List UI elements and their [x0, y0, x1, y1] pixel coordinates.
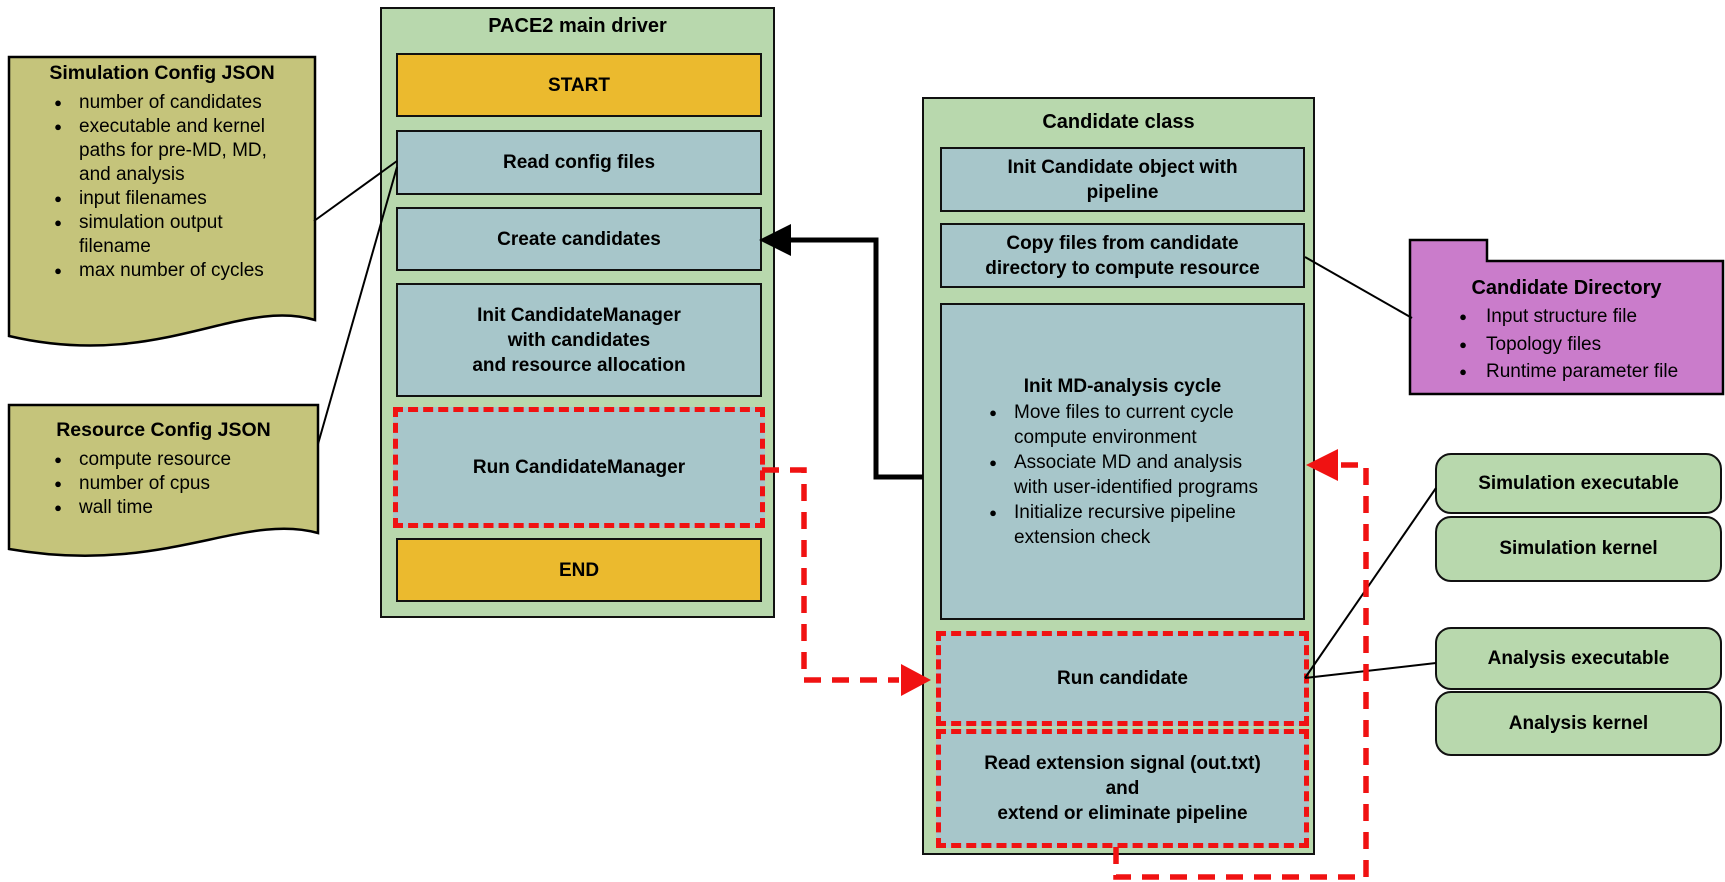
- list-item: ● Input structure file: [1440, 303, 1723, 331]
- list-item: ● Topology files: [1440, 331, 1723, 359]
- simulation-config-note: Simulation Config JSON ● number of candid…: [9, 62, 315, 283]
- connector-run-candidate-to-simulation-executable: [1304, 487, 1437, 679]
- bullet-icon: ●: [54, 476, 62, 491]
- analysis-kernel-node: Analysis kernel: [1435, 691, 1722, 756]
- init-candidate-object-node: Init Candidate object with pipeline: [940, 147, 1305, 212]
- bullet-icon: ●: [54, 500, 62, 515]
- arrow-candidate-class-to-create-candidates: [790, 237, 923, 480]
- pace2-main-driver-title: PACE2 main driver: [488, 15, 667, 37]
- list-item-label: compute resource: [79, 449, 232, 470]
- init-md-analysis-cycle-node: Init MD-analysis cycle ● Move files to cu…: [940, 303, 1305, 620]
- list-item: ● Initialize recursive pipeline extension…: [942, 500, 1303, 550]
- bullet-icon: ●: [54, 215, 62, 230]
- bullet-icon: ●: [54, 191, 62, 206]
- connector-run-candidate-to-analysis-executable: [1304, 662, 1437, 679]
- list-item-label: number of cpus: [79, 473, 210, 494]
- cycle-title: Init MD-analysis cycle: [1023, 375, 1222, 397]
- folder-bullet-list: ● Input structure file ● Topology files ● R…: [1410, 303, 1723, 386]
- bullet-icon: ●: [54, 452, 62, 467]
- list-item-label: max number of cycles: [79, 260, 264, 281]
- list-item-label: Topology files: [1486, 333, 1602, 355]
- list-item-label: number of candidates: [79, 92, 262, 113]
- resource-config-note: Resource Config JSON ● compute resource ●…: [9, 419, 318, 520]
- list-item: ● Associate MD and analysis with user-ide…: [942, 450, 1303, 500]
- list-item-label: executable and kernel paths for pre-MD, …: [79, 116, 267, 185]
- note-title: Simulation Config JSON: [49, 62, 275, 84]
- note-title: Resource Config JSON: [56, 419, 271, 441]
- connector-copy-files-to-candidate-directory: [1304, 256, 1413, 319]
- dashed-arrow-run-manager-to-run-candidate: [762, 467, 899, 683]
- start-node: START: [396, 53, 762, 117]
- list-item: ● number of candidates: [37, 91, 315, 115]
- bullet-icon: ●: [989, 504, 997, 520]
- list-item: ● compute resource: [37, 448, 318, 472]
- list-item: ● simulation output filename: [37, 211, 315, 259]
- list-item-label: wall time: [79, 497, 153, 518]
- list-item-label: Input structure file: [1486, 306, 1638, 327]
- run-candidate-manager-node: Run CandidateManager: [393, 407, 765, 528]
- bullet-icon: ●: [1459, 336, 1467, 352]
- simulation-executable-node: Simulation executable: [1435, 453, 1722, 514]
- list-item: ● executable and kernel paths for pre-MD,…: [37, 115, 315, 187]
- bullet-icon: ●: [54, 95, 62, 110]
- note-bullet-list: ● number of candidates ● executable and ke…: [9, 91, 315, 283]
- analysis-executable-node: Analysis executable: [1435, 627, 1722, 690]
- bullet-icon: ●: [54, 119, 62, 134]
- create-candidates-node: Create candidates: [396, 207, 762, 271]
- list-item-label: Initialize recursive pipeline extension …: [1014, 501, 1236, 548]
- list-item: ● input filenames: [37, 187, 315, 211]
- list-item-label: Move files to current cycle compute envi…: [1014, 401, 1234, 448]
- read-extension-signal-node: Read extension signal (out.txt) and exte…: [936, 729, 1309, 848]
- copy-files-node: Copy files from candidate directory to c…: [940, 223, 1305, 288]
- bullet-icon: ●: [54, 263, 62, 278]
- read-config-files-node: Read config files: [396, 130, 762, 195]
- list-item: ● Move files to current cycle compute env…: [942, 400, 1303, 450]
- run-candidate-node: Run candidate: [936, 631, 1309, 726]
- simulation-kernel-node: Simulation kernel: [1435, 516, 1722, 582]
- list-item: ● max number of cycles: [37, 259, 315, 283]
- list-item-label: input filenames: [79, 188, 207, 209]
- bullet-icon: ●: [1459, 309, 1467, 324]
- candidate-directory-folder: Candidate Directory ● Input structure fil…: [1410, 277, 1723, 386]
- end-node: END: [396, 538, 762, 602]
- bullet-icon: ●: [989, 404, 997, 420]
- list-item: ● wall time: [37, 496, 318, 520]
- list-item: ● Runtime parameter file: [1440, 358, 1723, 386]
- init-candidate-manager-node: Init CandidateManager with candidates an…: [396, 283, 762, 397]
- list-item-label: Associate MD and analysis with user-iden…: [1014, 451, 1258, 498]
- bullet-icon: ●: [1459, 364, 1467, 379]
- list-item: ● number of cpus: [37, 472, 318, 496]
- folder-title: Candidate Directory: [1471, 277, 1662, 299]
- bullet-icon: ●: [989, 454, 997, 470]
- list-item-label: simulation output filename: [79, 212, 223, 257]
- candidate-class-title: Candidate class: [1042, 111, 1195, 133]
- list-item-label: Runtime parameter file: [1486, 361, 1679, 382]
- note-bullet-list: ● compute resource ● number of cpus ● wall …: [9, 448, 318, 520]
